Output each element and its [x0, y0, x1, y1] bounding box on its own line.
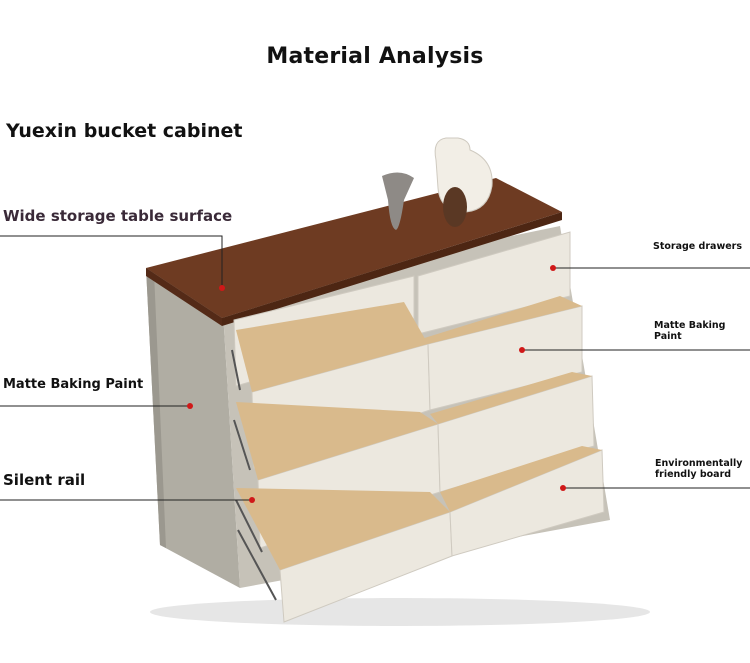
wood-top-edge [146, 268, 222, 326]
callout-silent-rail: Silent rail [3, 471, 86, 489]
marker-dots [187, 265, 566, 503]
cabinet-side-panel [146, 268, 240, 588]
marker-dot-storage-drawers [550, 265, 556, 271]
marker-dot-wide-surface [219, 285, 225, 291]
marker-dot-silent-rail [249, 497, 255, 503]
product-name: Yuexin bucket cabinet [6, 120, 243, 142]
drawer-interiors [236, 296, 602, 570]
callout-wide-storage-table-surface: Wide storage table surface [3, 207, 233, 225]
page-title: Material Analysis [266, 44, 484, 69]
callout-storage-drawers: Storage drawers [653, 241, 743, 252]
callout-environmentally-friendly-board: Environmentally friendly board [655, 458, 743, 480]
cabinet-side-shade [146, 268, 166, 548]
callout-matte-baking-paint-left: Matte Baking Paint [3, 377, 144, 392]
wood-top-front-edge [222, 212, 562, 326]
decor-vases [382, 137, 493, 230]
marker-dot-matte-left [187, 403, 193, 409]
marker-dot-env-board [560, 485, 566, 491]
drawer-rails [231, 349, 277, 601]
floor-shadow [150, 598, 650, 626]
leader-lines [0, 235, 750, 501]
leader-line-wide-surface [0, 235, 223, 286]
callout-matte-baking-paint-right: Matte Baking Paint [654, 320, 726, 342]
marker-dot-matte-right [519, 347, 525, 353]
